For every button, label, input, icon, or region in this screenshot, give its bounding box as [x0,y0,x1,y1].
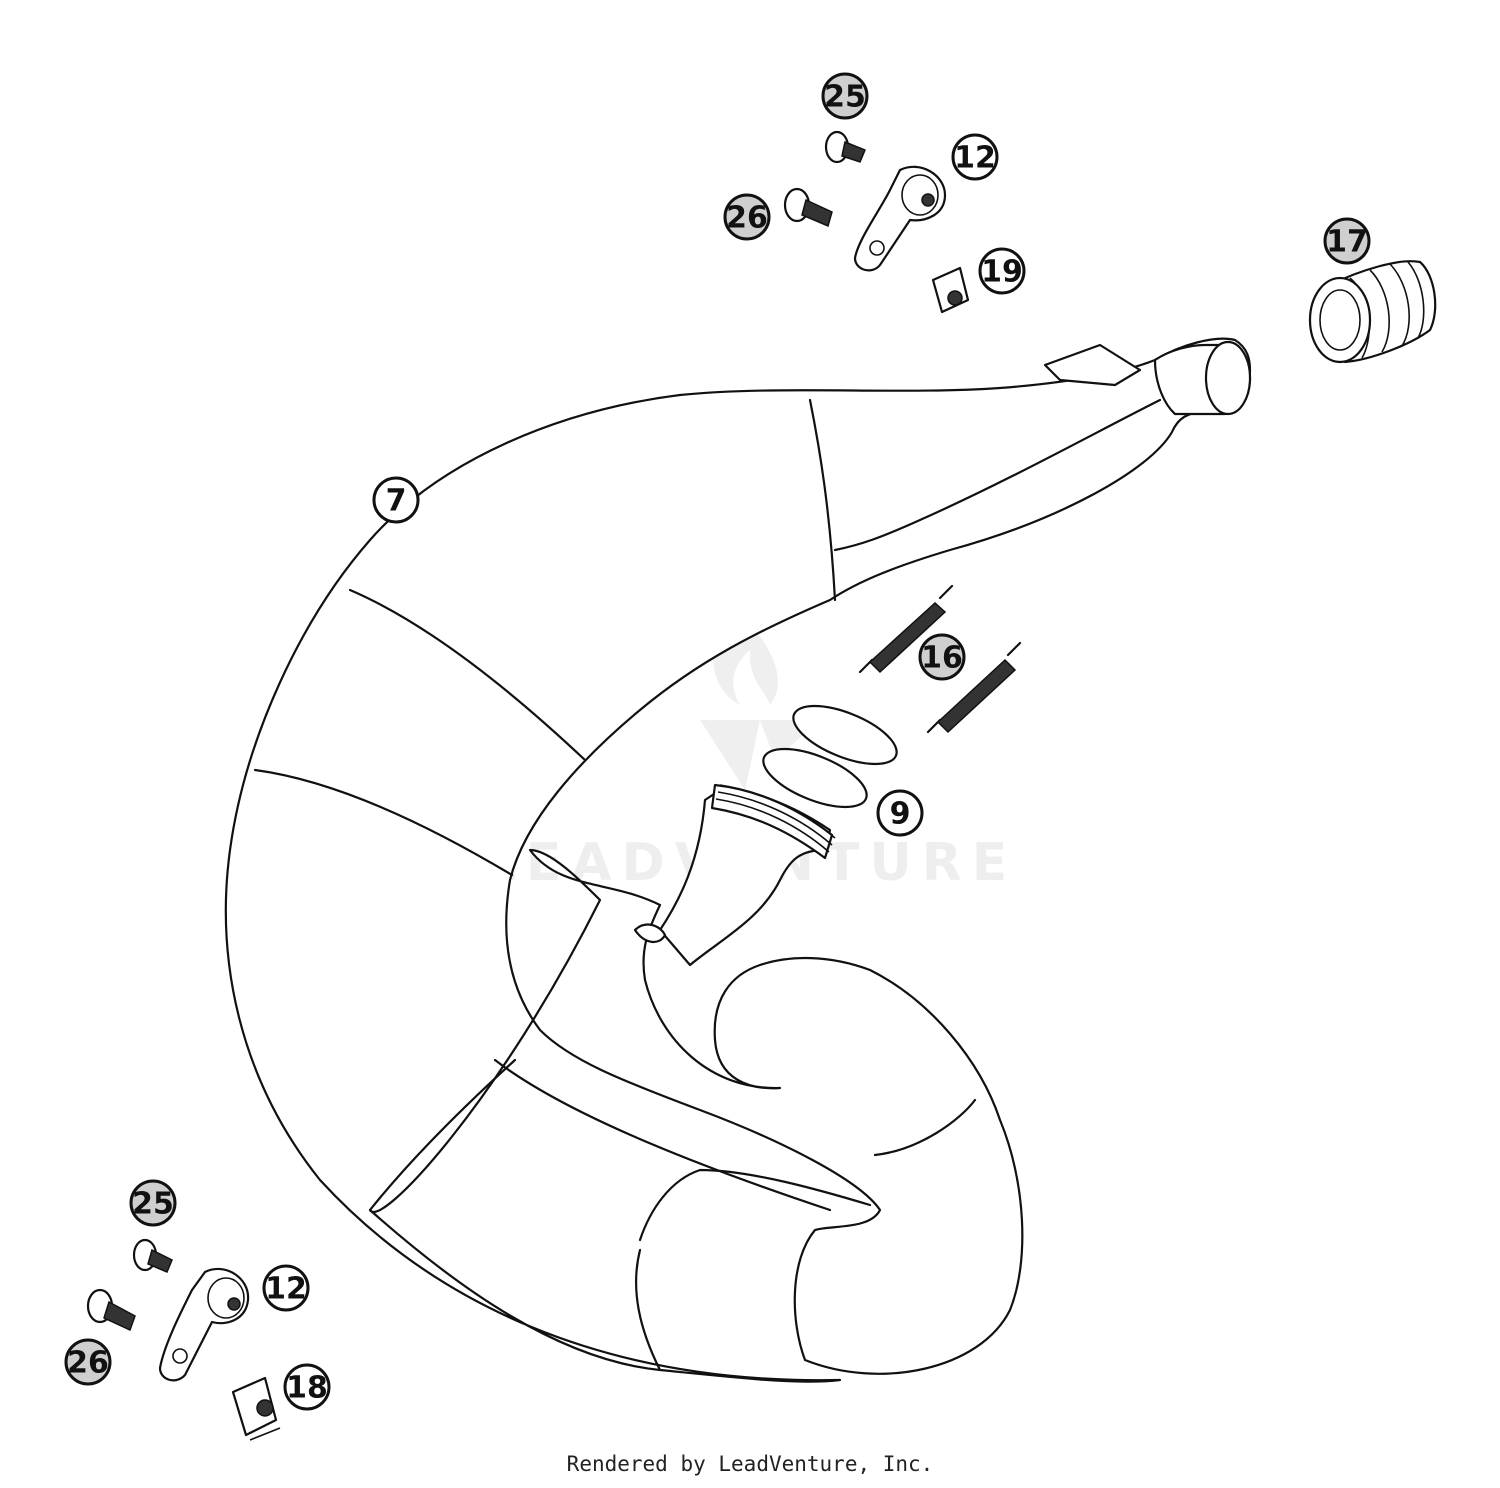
callout-label: 9 [890,797,911,832]
callout-label: 18 [286,1371,328,1406]
pipe-threads [715,784,836,853]
callout-25-top: 25 [821,72,869,120]
footer-credit: Rendered by LeadVenture, Inc. [566,1452,934,1476]
callout-label: 25 [132,1187,174,1222]
rubber-sleeve [1308,260,1437,364]
gasket-upper [792,704,898,766]
exhaust-pipe [224,337,1252,1383]
callout-label: 7 [386,484,407,519]
callout-label: 26 [726,201,768,236]
gasket-lower [762,747,868,809]
bolt-26-bottom [86,1288,136,1332]
spring-upper [858,584,954,674]
callout-17: 17 [1323,217,1371,265]
callout-label: 26 [67,1346,109,1381]
bracket-12-bottom [158,1267,250,1382]
bolt-25-top [824,130,866,164]
callout-25-bottom: 25 [129,1179,177,1227]
callout-label: 25 [824,80,866,115]
callout-label: 12 [265,1272,307,1307]
callout-label: 16 [921,641,963,676]
callout-18: 18 [283,1363,331,1411]
bolt-26-top [783,187,833,228]
clip-nut-19 [931,266,970,314]
callout-12-bottom: 12 [262,1264,310,1312]
callout-7: 7 [372,476,420,524]
callout-label: 17 [1326,225,1368,260]
callout-12-top: 12 [951,133,999,181]
callout-26-bottom: 26 [64,1338,112,1386]
callout-16: 16 [918,633,966,681]
clip-nut-18 [231,1376,281,1441]
callout-26-top: 26 [723,193,771,241]
bracket-12-top [853,165,947,272]
callout-label: 19 [981,255,1023,290]
bolt-25-bottom [132,1238,173,1273]
callout-9: 9 [876,789,924,837]
callout-label: 12 [954,141,996,176]
callout-19: 19 [978,247,1026,295]
spring-lower [926,641,1022,734]
